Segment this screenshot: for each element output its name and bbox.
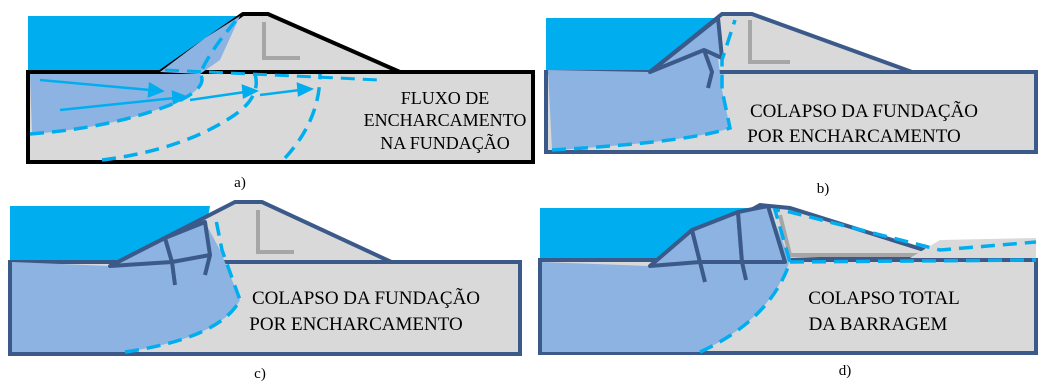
- label-line-1: COLAPSO DA FUNDAÇÃO: [252, 287, 480, 309]
- label-line-2: ENCHARCAMENTO: [364, 110, 527, 130]
- crack: [702, 49, 715, 89]
- dam-core: [778, 214, 940, 257]
- label-line-1: FLUXO DE: [401, 88, 490, 108]
- panel-d: COLAPSO TOTAL DA BARRAGEM d): [538, 202, 1038, 379]
- saturated-wedge: [160, 16, 240, 74]
- seepage-line: [29, 14, 242, 136]
- crack: [698, 261, 707, 283]
- panel-b: COLAPSO DA FUNDAÇÃO POR ENCHARCAMENTO b): [544, 12, 1038, 197]
- caption-a: a): [234, 175, 246, 191]
- label-line-1: COLAPSO DA FUNDAÇÃO: [750, 100, 978, 122]
- flow-arrows: [39, 78, 315, 112]
- label-line-2: DA BARRAGEM: [809, 314, 948, 335]
- dam-core: [748, 20, 790, 64]
- crack: [170, 261, 177, 286]
- seepage-line: [283, 73, 322, 160]
- seepage-line: [164, 68, 381, 82]
- caption-c: c): [254, 366, 266, 382]
- seepage-line: [789, 258, 1037, 264]
- seepage-line: [551, 19, 737, 152]
- label-line-2: POR ENCHARCAMENTO: [249, 314, 462, 335]
- dam-core: [256, 210, 294, 254]
- panel-c: COLAPSO DA FUNDAÇÃO POR ENCHARCAMENTO c): [8, 200, 522, 382]
- saturated-zone: [548, 52, 730, 150]
- label-line-3: NA FUNDAÇÃO: [380, 132, 510, 153]
- seepage-line: [124, 214, 242, 354]
- collapse-wedge: [736, 204, 787, 264]
- crack: [203, 254, 212, 276]
- crack: [740, 261, 748, 281]
- caption-d: d): [839, 363, 852, 379]
- label-line-2: POR ENCHARCAMENTO: [747, 126, 960, 147]
- label-line-1: COLAPSO TOTAL: [808, 288, 959, 309]
- caption-b: b): [817, 181, 830, 197]
- dam-core: [262, 22, 300, 60]
- collapsed-crest: [790, 238, 1036, 258]
- seepage-line: [699, 207, 1037, 354]
- panel-a: FLUXO DE ENCHARCAMENTO NA FUNDAÇÃO a): [26, 12, 535, 191]
